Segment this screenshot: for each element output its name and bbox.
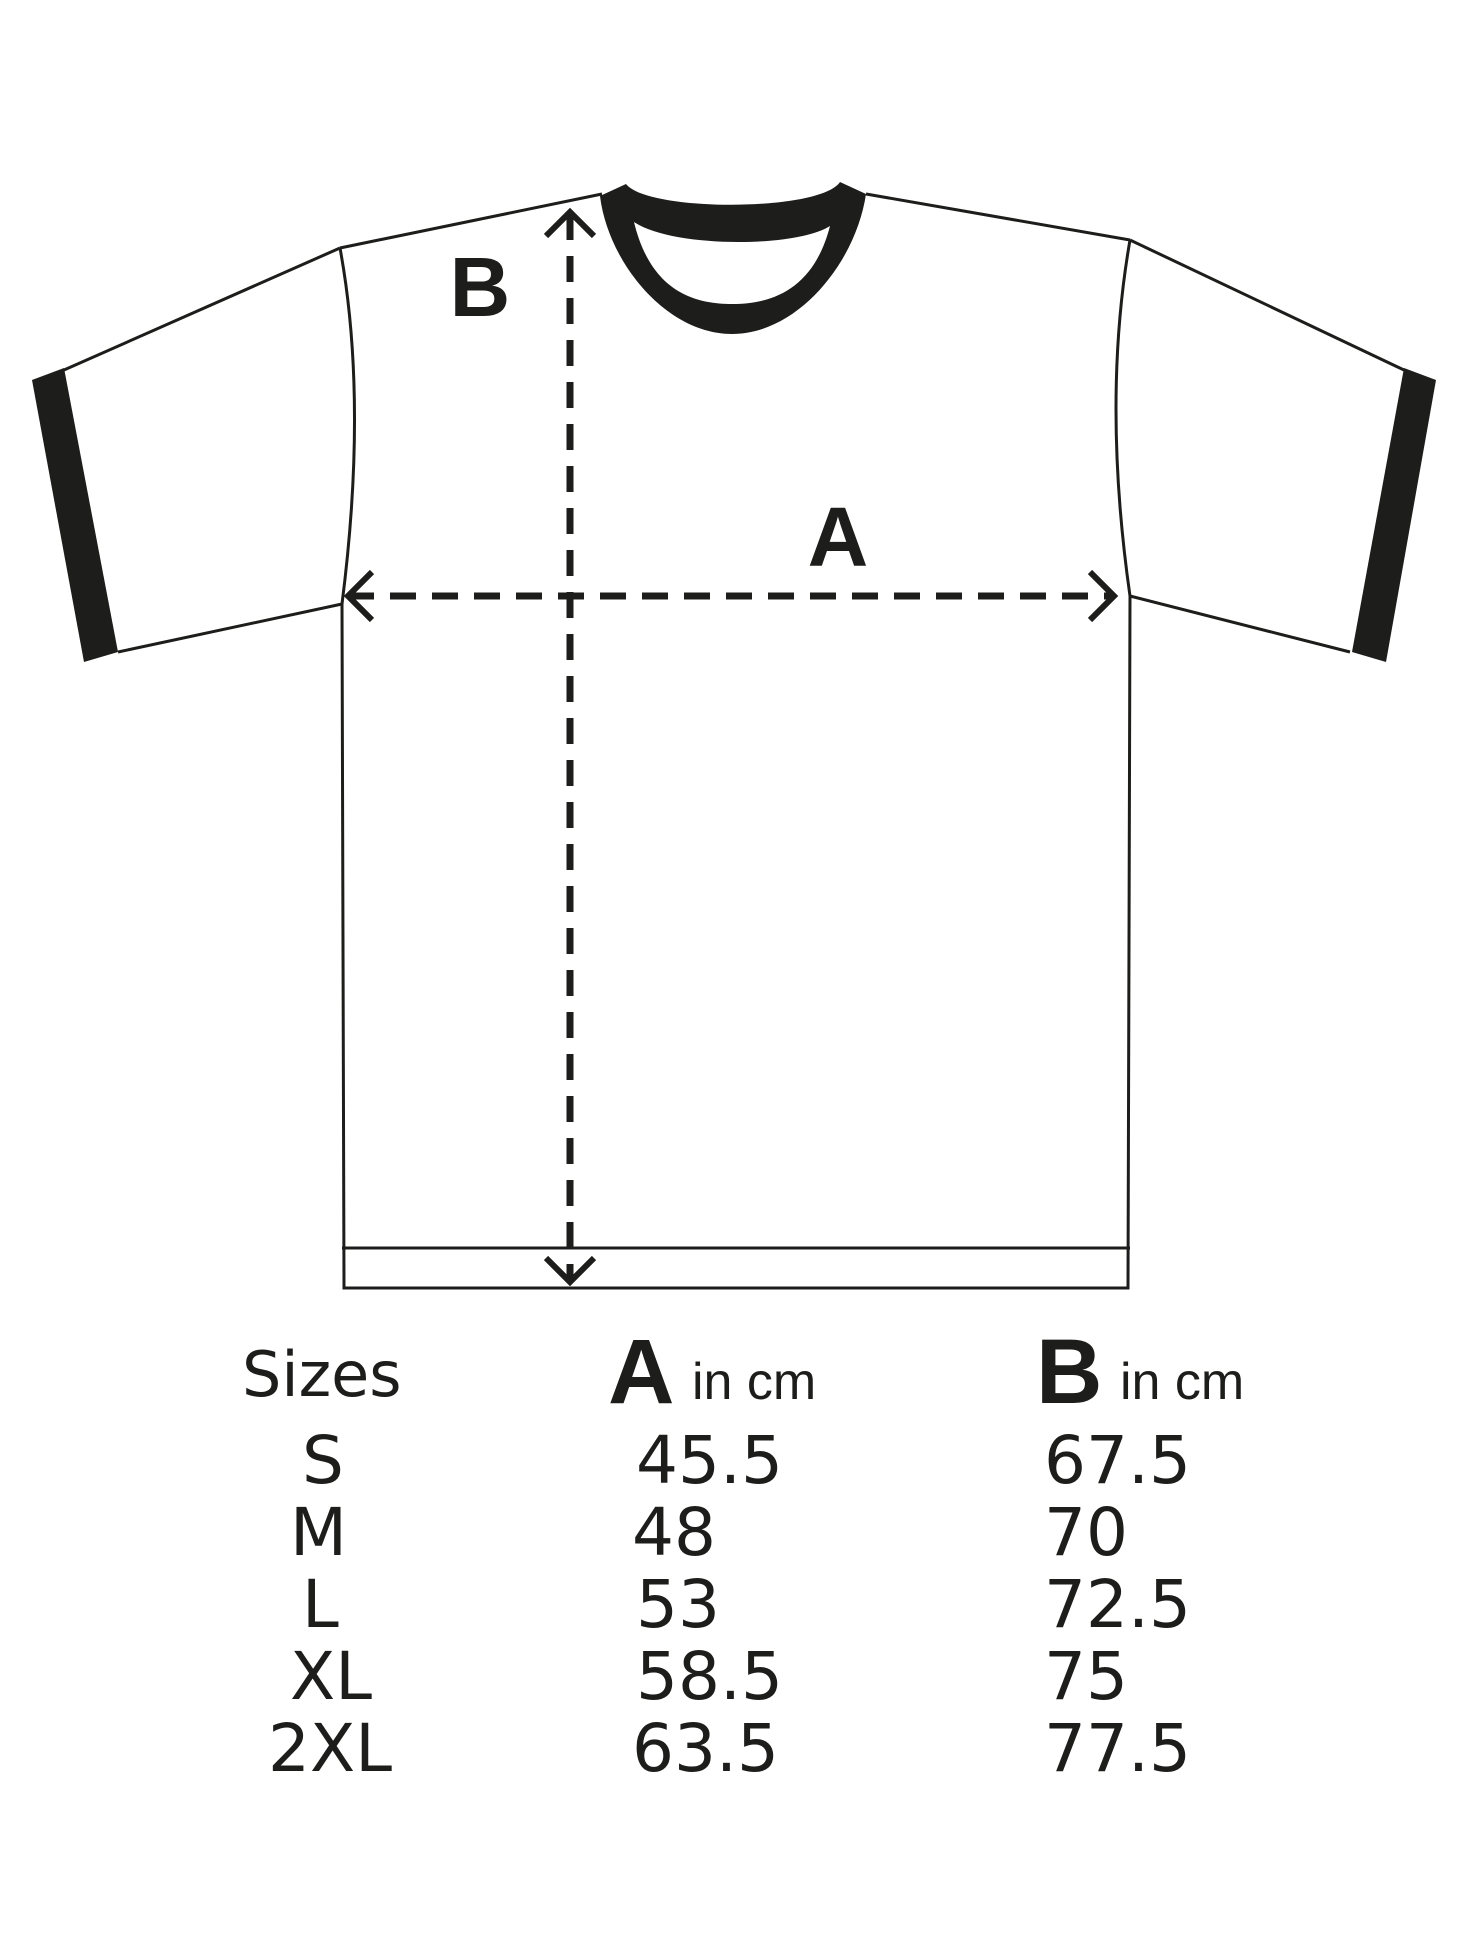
left-sleeve-outline bbox=[63, 246, 343, 654]
left-sleeve-cuff bbox=[32, 368, 118, 662]
measure-b-arrowhead-top bbox=[543, 207, 597, 239]
header-b-letter: B bbox=[1036, 1321, 1103, 1423]
shirt-body-outline bbox=[340, 595, 1132, 1290]
a-value-cell: 58.5 bbox=[636, 1638, 783, 1715]
a-value-cell: 63.5 bbox=[632, 1710, 779, 1787]
header-a-unit: in cm bbox=[692, 1353, 817, 1411]
right-armhole-seam bbox=[1114, 239, 1132, 597]
right-sleeve-outline bbox=[1129, 238, 1405, 654]
size-cell: L bbox=[302, 1566, 339, 1643]
size-cell: XL bbox=[290, 1638, 372, 1715]
b-value-cell: 72.5 bbox=[1044, 1566, 1191, 1643]
size-cell: 2XL bbox=[268, 1710, 392, 1787]
header-sizes: Sizes bbox=[242, 1338, 402, 1411]
b-value-cell: 70 bbox=[1044, 1494, 1128, 1571]
measure-a-arrowhead-left bbox=[343, 569, 375, 623]
size-cell: S bbox=[302, 1422, 344, 1499]
left-armhole-seam bbox=[338, 247, 357, 605]
a-value-cell: 48 bbox=[632, 1494, 716, 1571]
right-sleeve-cuff bbox=[1352, 368, 1436, 662]
measure-a-arrowhead-right bbox=[1087, 569, 1119, 623]
measure-a-label: A bbox=[808, 490, 869, 584]
right-shoulder-line bbox=[865, 192, 1131, 242]
measure-b-label: B bbox=[450, 240, 511, 334]
b-value-cell: 67.5 bbox=[1044, 1422, 1191, 1499]
b-value-cell: 77.5 bbox=[1044, 1710, 1191, 1787]
measure-b-arrowhead-bottom bbox=[543, 1255, 597, 1287]
b-value-cell: 75 bbox=[1044, 1638, 1128, 1715]
header-b-unit: in cm bbox=[1120, 1353, 1245, 1411]
a-value-cell: 53 bbox=[636, 1566, 720, 1643]
header-a-letter: A bbox=[608, 1321, 675, 1423]
a-value-cell: 45.5 bbox=[636, 1422, 783, 1499]
left-shoulder-line bbox=[339, 192, 603, 250]
collar-ribbing bbox=[600, 182, 866, 334]
size-cell: M bbox=[290, 1494, 347, 1571]
